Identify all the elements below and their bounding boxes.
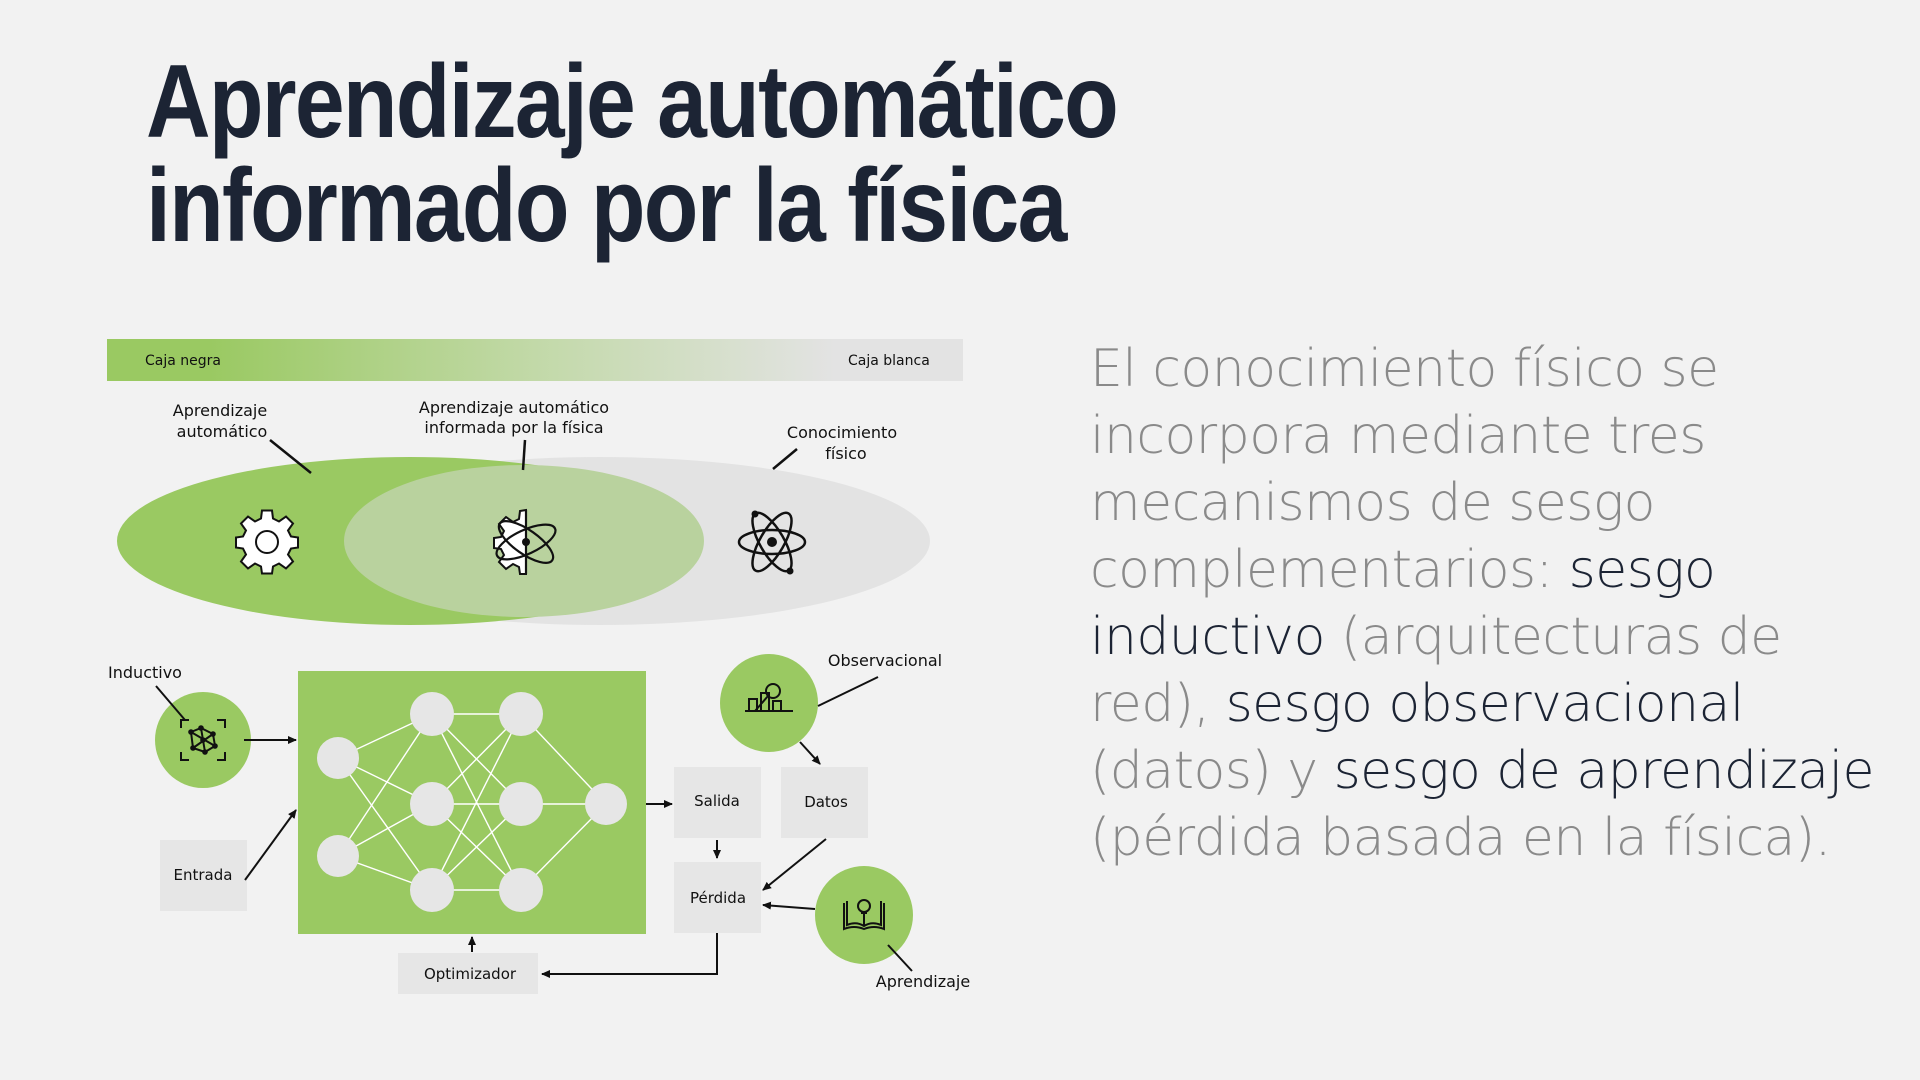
observational-node: Observacional [720, 651, 942, 765]
loss-to-optimizer-arrow [541, 933, 718, 978]
gear-icon [235, 509, 299, 575]
body-text-emphasis-learning: sesgo de aprendizaje [1333, 741, 1875, 801]
optimizer-label: Optimizador [424, 965, 517, 983]
body-text-plain-3: (datos) y [1090, 741, 1334, 801]
ml-leader-line [269, 439, 312, 474]
inductive-node: Inductivo [108, 663, 297, 788]
loss-label: Pérdida [690, 889, 746, 907]
physics-label-line2: físico [825, 444, 866, 463]
piml-label-line2: informada por la física [424, 418, 603, 437]
inductive-leader-line [155, 685, 186, 721]
body-text-plain-4: (pérdida basada en la física). [1090, 808, 1831, 868]
body-text-emphasis-inductive: sesgo inductivo [1090, 540, 1716, 667]
body-text-plain-2: (arquitecturas de red), [1090, 607, 1782, 734]
spectrum-ellipses [117, 457, 930, 625]
black-box-label: Caja negra [145, 353, 221, 369]
network-scan-icon [180, 719, 226, 761]
input-node: Entrada [160, 809, 297, 911]
book-lightbulb-icon [843, 899, 885, 931]
ml-label-line1: Aprendizaje [173, 401, 267, 420]
output-node: Salida [646, 767, 761, 859]
optimizer-box [398, 953, 538, 994]
network-nodes [317, 692, 627, 912]
ml-label-line2: automático [177, 422, 268, 441]
learning-node: Aprendizaje [762, 866, 970, 991]
neural-network [298, 671, 646, 934]
slide-title: Aprendizaje automático informado por la … [146, 44, 1119, 264]
input-arrow [244, 809, 297, 881]
piml-leader-line [521, 439, 527, 471]
observational-leader-line [817, 676, 879, 707]
gradient-bar-fill [107, 339, 963, 381]
piml-label-line1: Aprendizaje automático [419, 398, 609, 417]
search-chart-icon [745, 683, 793, 712]
learning-leader-line [887, 944, 913, 972]
body-text-plain-1: El conocimiento físico se incorpora medi… [1090, 339, 1719, 600]
learning-label: Aprendizaje [876, 972, 970, 991]
white-box-label: Caja blanca [848, 353, 930, 369]
optimizer-node: Optimizador [398, 936, 538, 994]
body-text: El conocimiento físico se incorpora medi… [1090, 336, 1890, 872]
inductive-label: Inductivo [108, 663, 182, 682]
atom-icon [737, 510, 807, 575]
data-label: Datos [804, 793, 848, 811]
physics-leader-line [772, 448, 798, 470]
input-label: Entrada [174, 866, 233, 884]
data-box [781, 767, 868, 838]
data-node: Datos [762, 767, 868, 891]
output-box [674, 767, 761, 838]
data-to-loss-arrow [762, 838, 827, 891]
input-box [160, 840, 247, 911]
output-label: Salida [694, 792, 740, 810]
spectrum-labels: Aprendizaje automático Aprendizaje autom… [173, 398, 897, 474]
learning-to-loss-arrow [762, 901, 816, 910]
gradient-bar: Caja negra Caja blanca [107, 339, 963, 381]
loss-node: Pérdida [541, 862, 761, 978]
observational-to-data-arrow [799, 741, 821, 765]
loss-box [674, 862, 761, 933]
body-text-emphasis-observational: sesgo observacional [1225, 674, 1745, 734]
observational-label: Observacional [828, 651, 942, 670]
gear-atom-icon [493, 508, 557, 575]
physics-label-line1: Conocimiento [787, 423, 897, 442]
